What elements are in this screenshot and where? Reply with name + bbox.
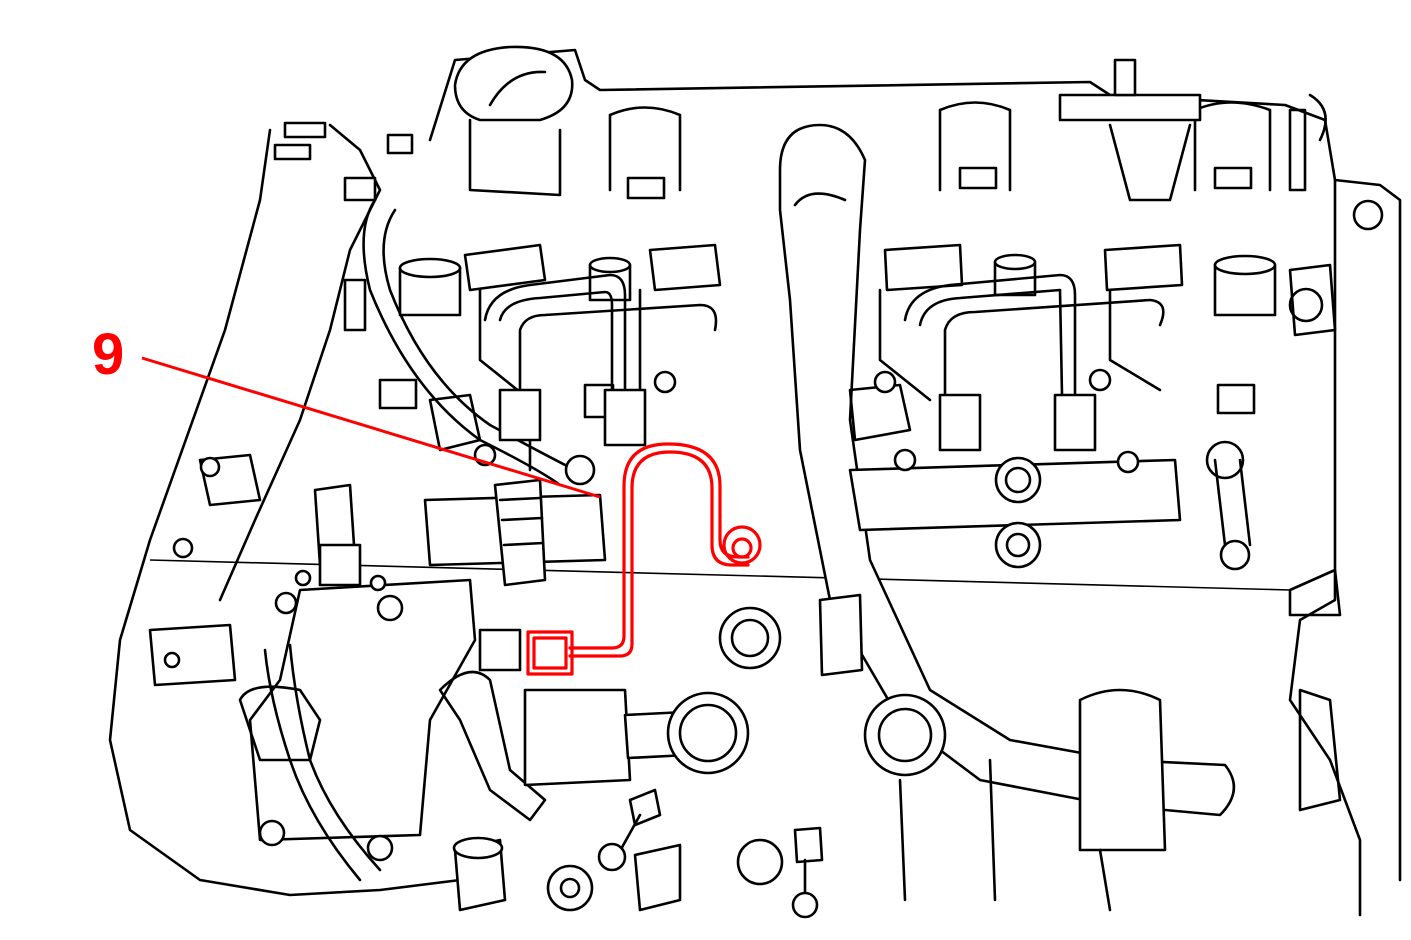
rail-pressure-sensor xyxy=(493,478,547,587)
cylinder-head-cover xyxy=(608,58,1327,202)
pump-connector xyxy=(523,688,750,787)
return-hose xyxy=(362,198,577,487)
pump-feed-hose xyxy=(263,643,547,882)
lower-block-features xyxy=(718,593,1342,912)
valve-cover-details xyxy=(428,368,1140,486)
callout-label: 9 xyxy=(92,322,124,387)
callout-leader-line xyxy=(141,356,601,499)
left-brackets xyxy=(172,121,1384,559)
coolant-hose xyxy=(778,123,1236,817)
fuel-rail xyxy=(423,440,1252,571)
hp-fuel-pump xyxy=(148,483,522,862)
loose-bolts xyxy=(452,788,824,919)
oil-filler-cap xyxy=(453,45,574,197)
hp-pipes xyxy=(483,273,1165,452)
injectors xyxy=(463,243,1184,472)
highlighted-fuel-pipe xyxy=(526,442,762,676)
callout-9: 9 xyxy=(92,322,601,499)
